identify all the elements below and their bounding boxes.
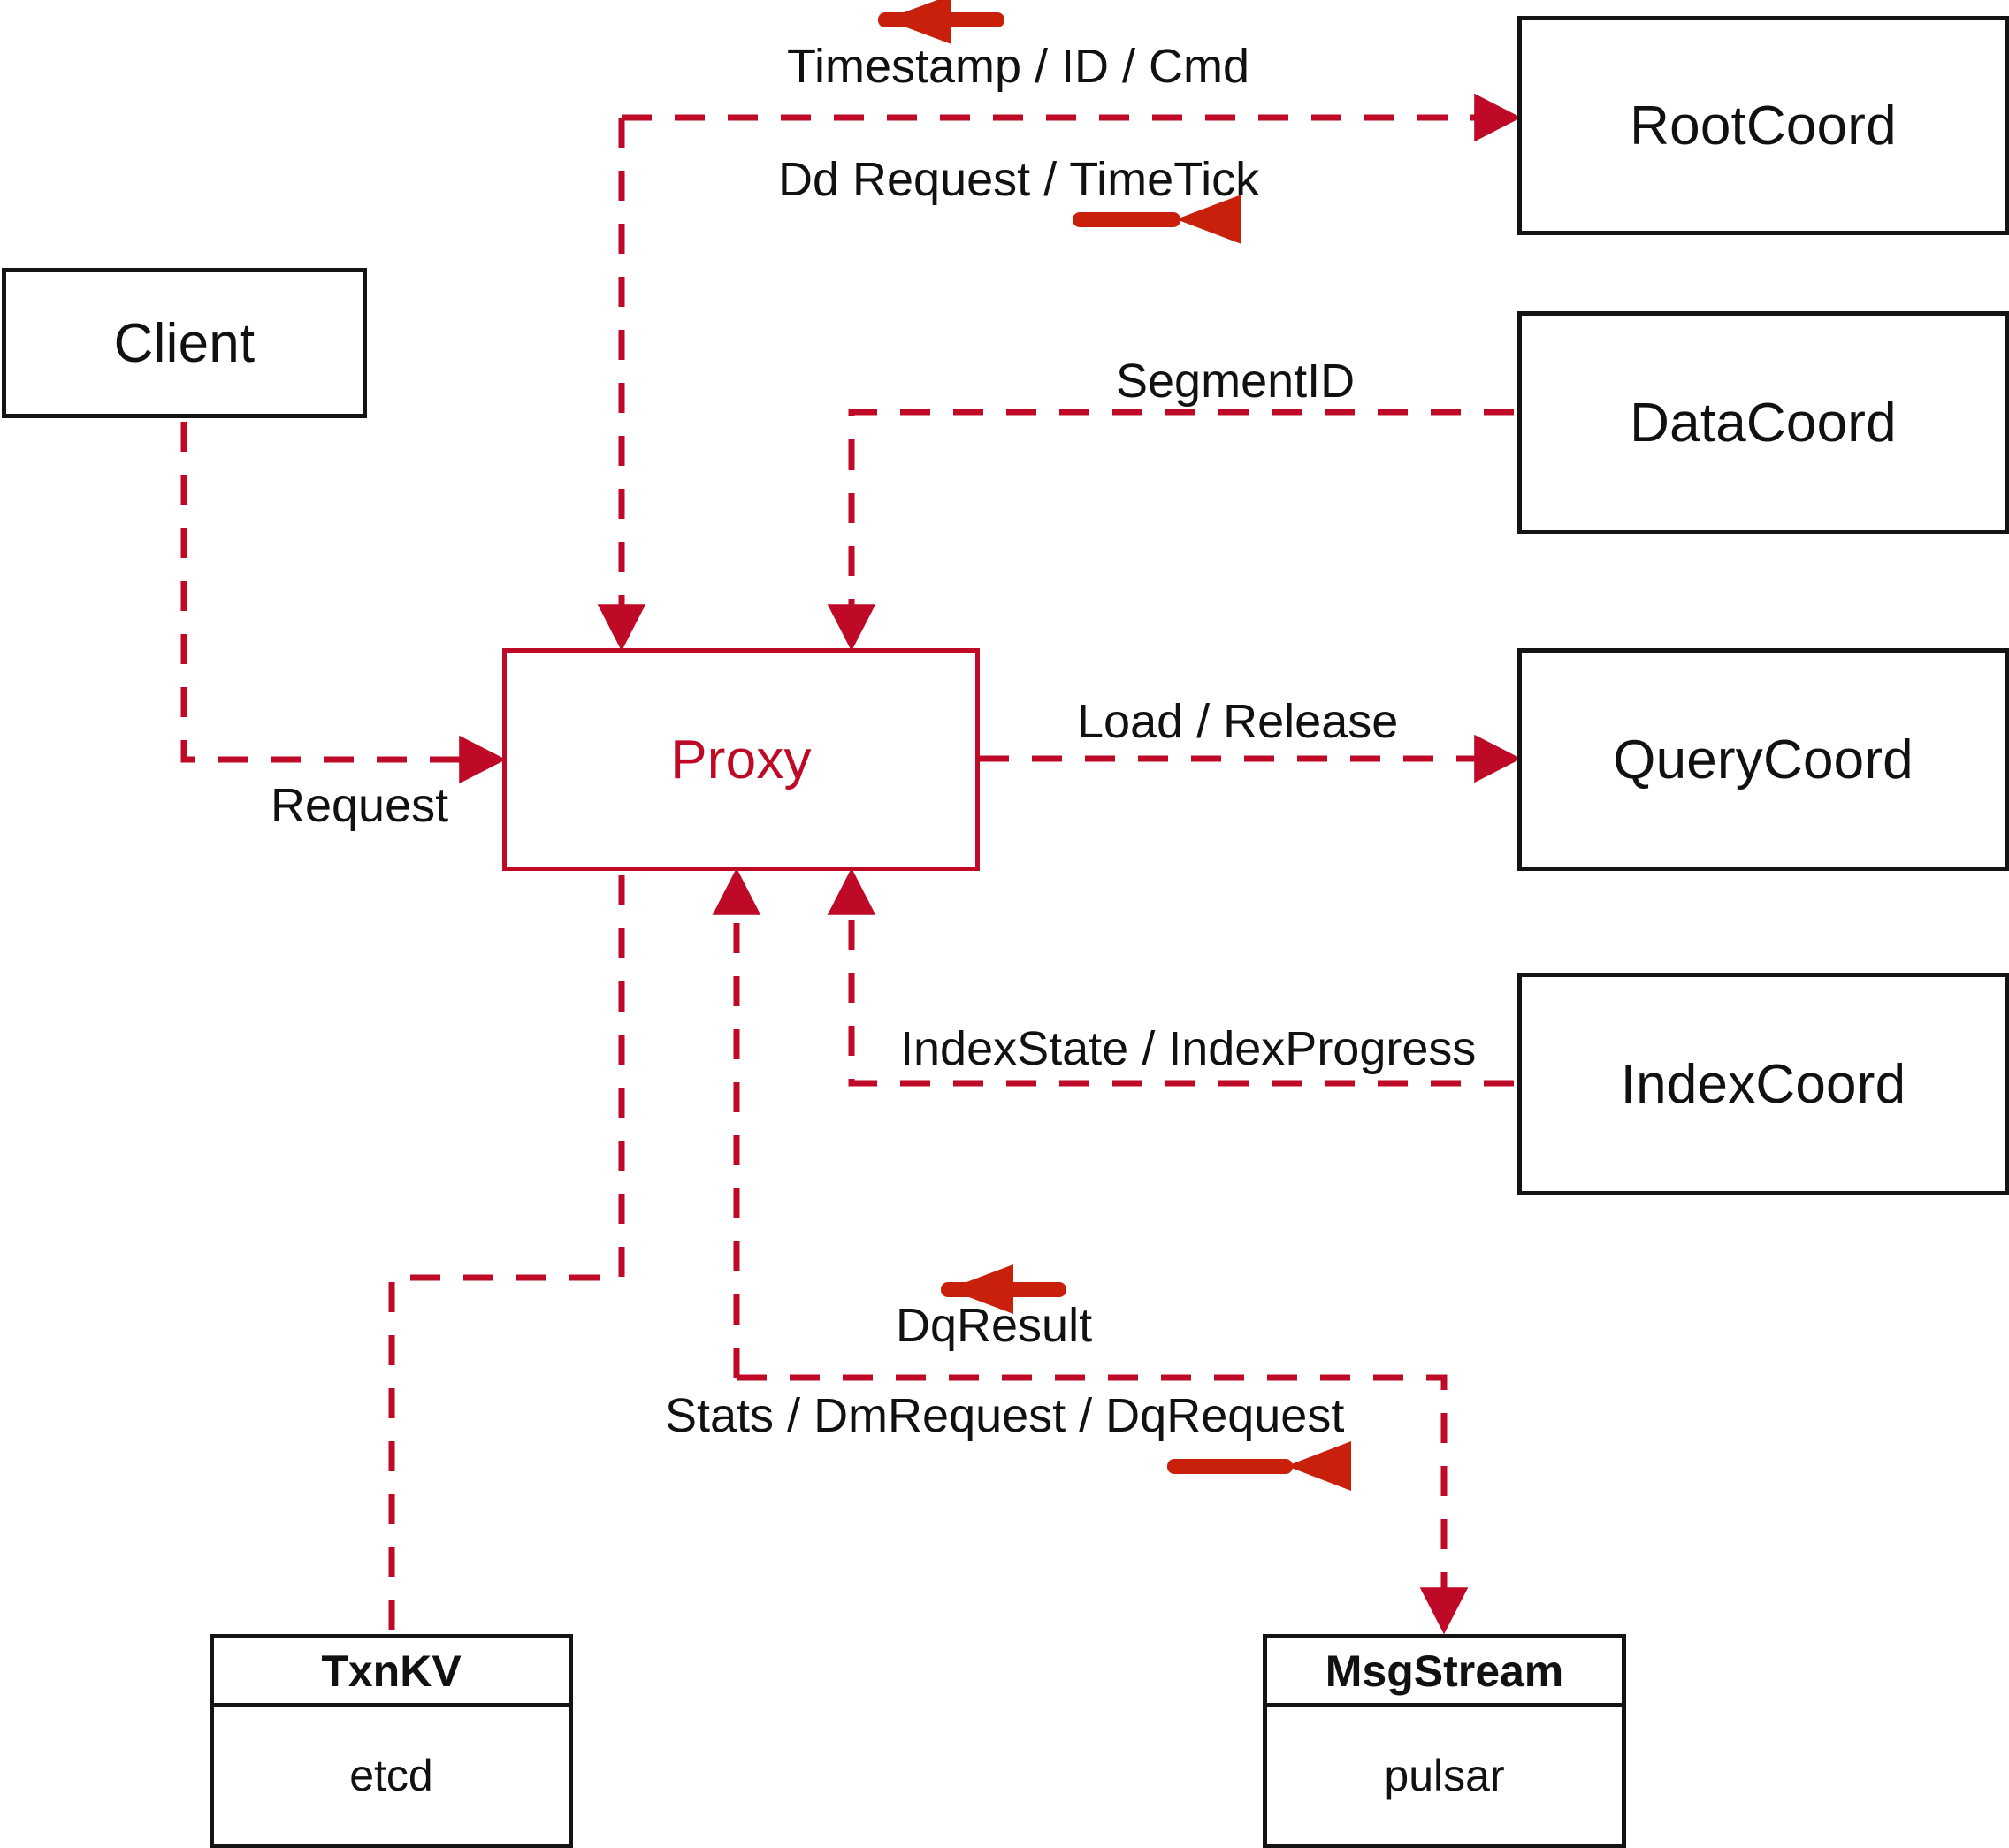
node-msgstream-body: pulsar <box>1267 1707 1622 1844</box>
edge-label-dd-request-timetick: Dd Request / TimeTick <box>778 153 1260 206</box>
node-txnkv-header: TxnKV <box>214 1638 569 1707</box>
node-datacoord[interactable]: DataCoord <box>1517 311 2009 534</box>
edge-proxy-to-msgstream <box>737 1374 1469 1635</box>
edge-label-timestamp-id-cmd: Timestamp / ID / Cmd <box>787 40 1250 93</box>
node-client[interactable]: Client <box>2 268 367 418</box>
node-msgstream-body-label: pulsar <box>1384 1751 1505 1800</box>
edge-client-to-proxy <box>180 422 507 784</box>
node-txnkv-body-label: etcd <box>349 1751 433 1800</box>
edge-label-load-release: Load / Release <box>1077 695 1399 748</box>
node-querycoord[interactable]: QueryCoord <box>1517 648 2009 871</box>
timestamp-id-cmd-direction-icon <box>878 0 1004 44</box>
edge-label-request: Request <box>271 779 449 832</box>
edge-label-segment-id: SegmentID <box>1116 355 1356 408</box>
node-txnkv[interactable]: TxnKV etcd <box>210 1634 573 1848</box>
edge-label-stats-dm-dq-request: Stats / DmRequest / DqRequest <box>665 1389 1345 1442</box>
edge-datacoord-to-proxy <box>827 409 1514 652</box>
edge-indexcoord-to-proxy <box>827 867 1514 1087</box>
node-indexcoord-label: IndexCoord <box>1620 1053 1906 1115</box>
node-client-label: Client <box>113 312 256 374</box>
node-msgstream-header: MsgStream <box>1267 1638 1622 1707</box>
node-rootcoord-label: RootCoord <box>1630 95 1897 157</box>
node-txnkv-header-label: TxnKV <box>321 1646 462 1696</box>
node-msgstream[interactable]: MsgStream pulsar <box>1263 1634 1626 1848</box>
node-txnkv-body: etcd <box>214 1707 569 1844</box>
node-indexcoord[interactable]: IndexCoord <box>1517 973 2009 1195</box>
edge-label-index-state-progress: IndexState / IndexProgress <box>900 1022 1477 1075</box>
node-proxy[interactable]: Proxy <box>502 648 980 871</box>
dd-request-timetick-direction-icon <box>1073 195 1241 244</box>
node-datacoord-label: DataCoord <box>1630 392 1897 454</box>
edge-proxy-to-txnkv <box>388 875 625 1634</box>
node-rootcoord[interactable]: RootCoord <box>1517 16 2009 235</box>
node-proxy-label: Proxy <box>670 729 812 790</box>
node-querycoord-label: QueryCoord <box>1613 729 1914 790</box>
edge-label-dq-result: DqResult <box>896 1299 1093 1352</box>
stats-dm-dq-request-direction-icon <box>1167 1441 1351 1491</box>
dq-result-direction-icon <box>941 1264 1066 1314</box>
node-msgstream-header-label: MsgStream <box>1325 1646 1564 1696</box>
